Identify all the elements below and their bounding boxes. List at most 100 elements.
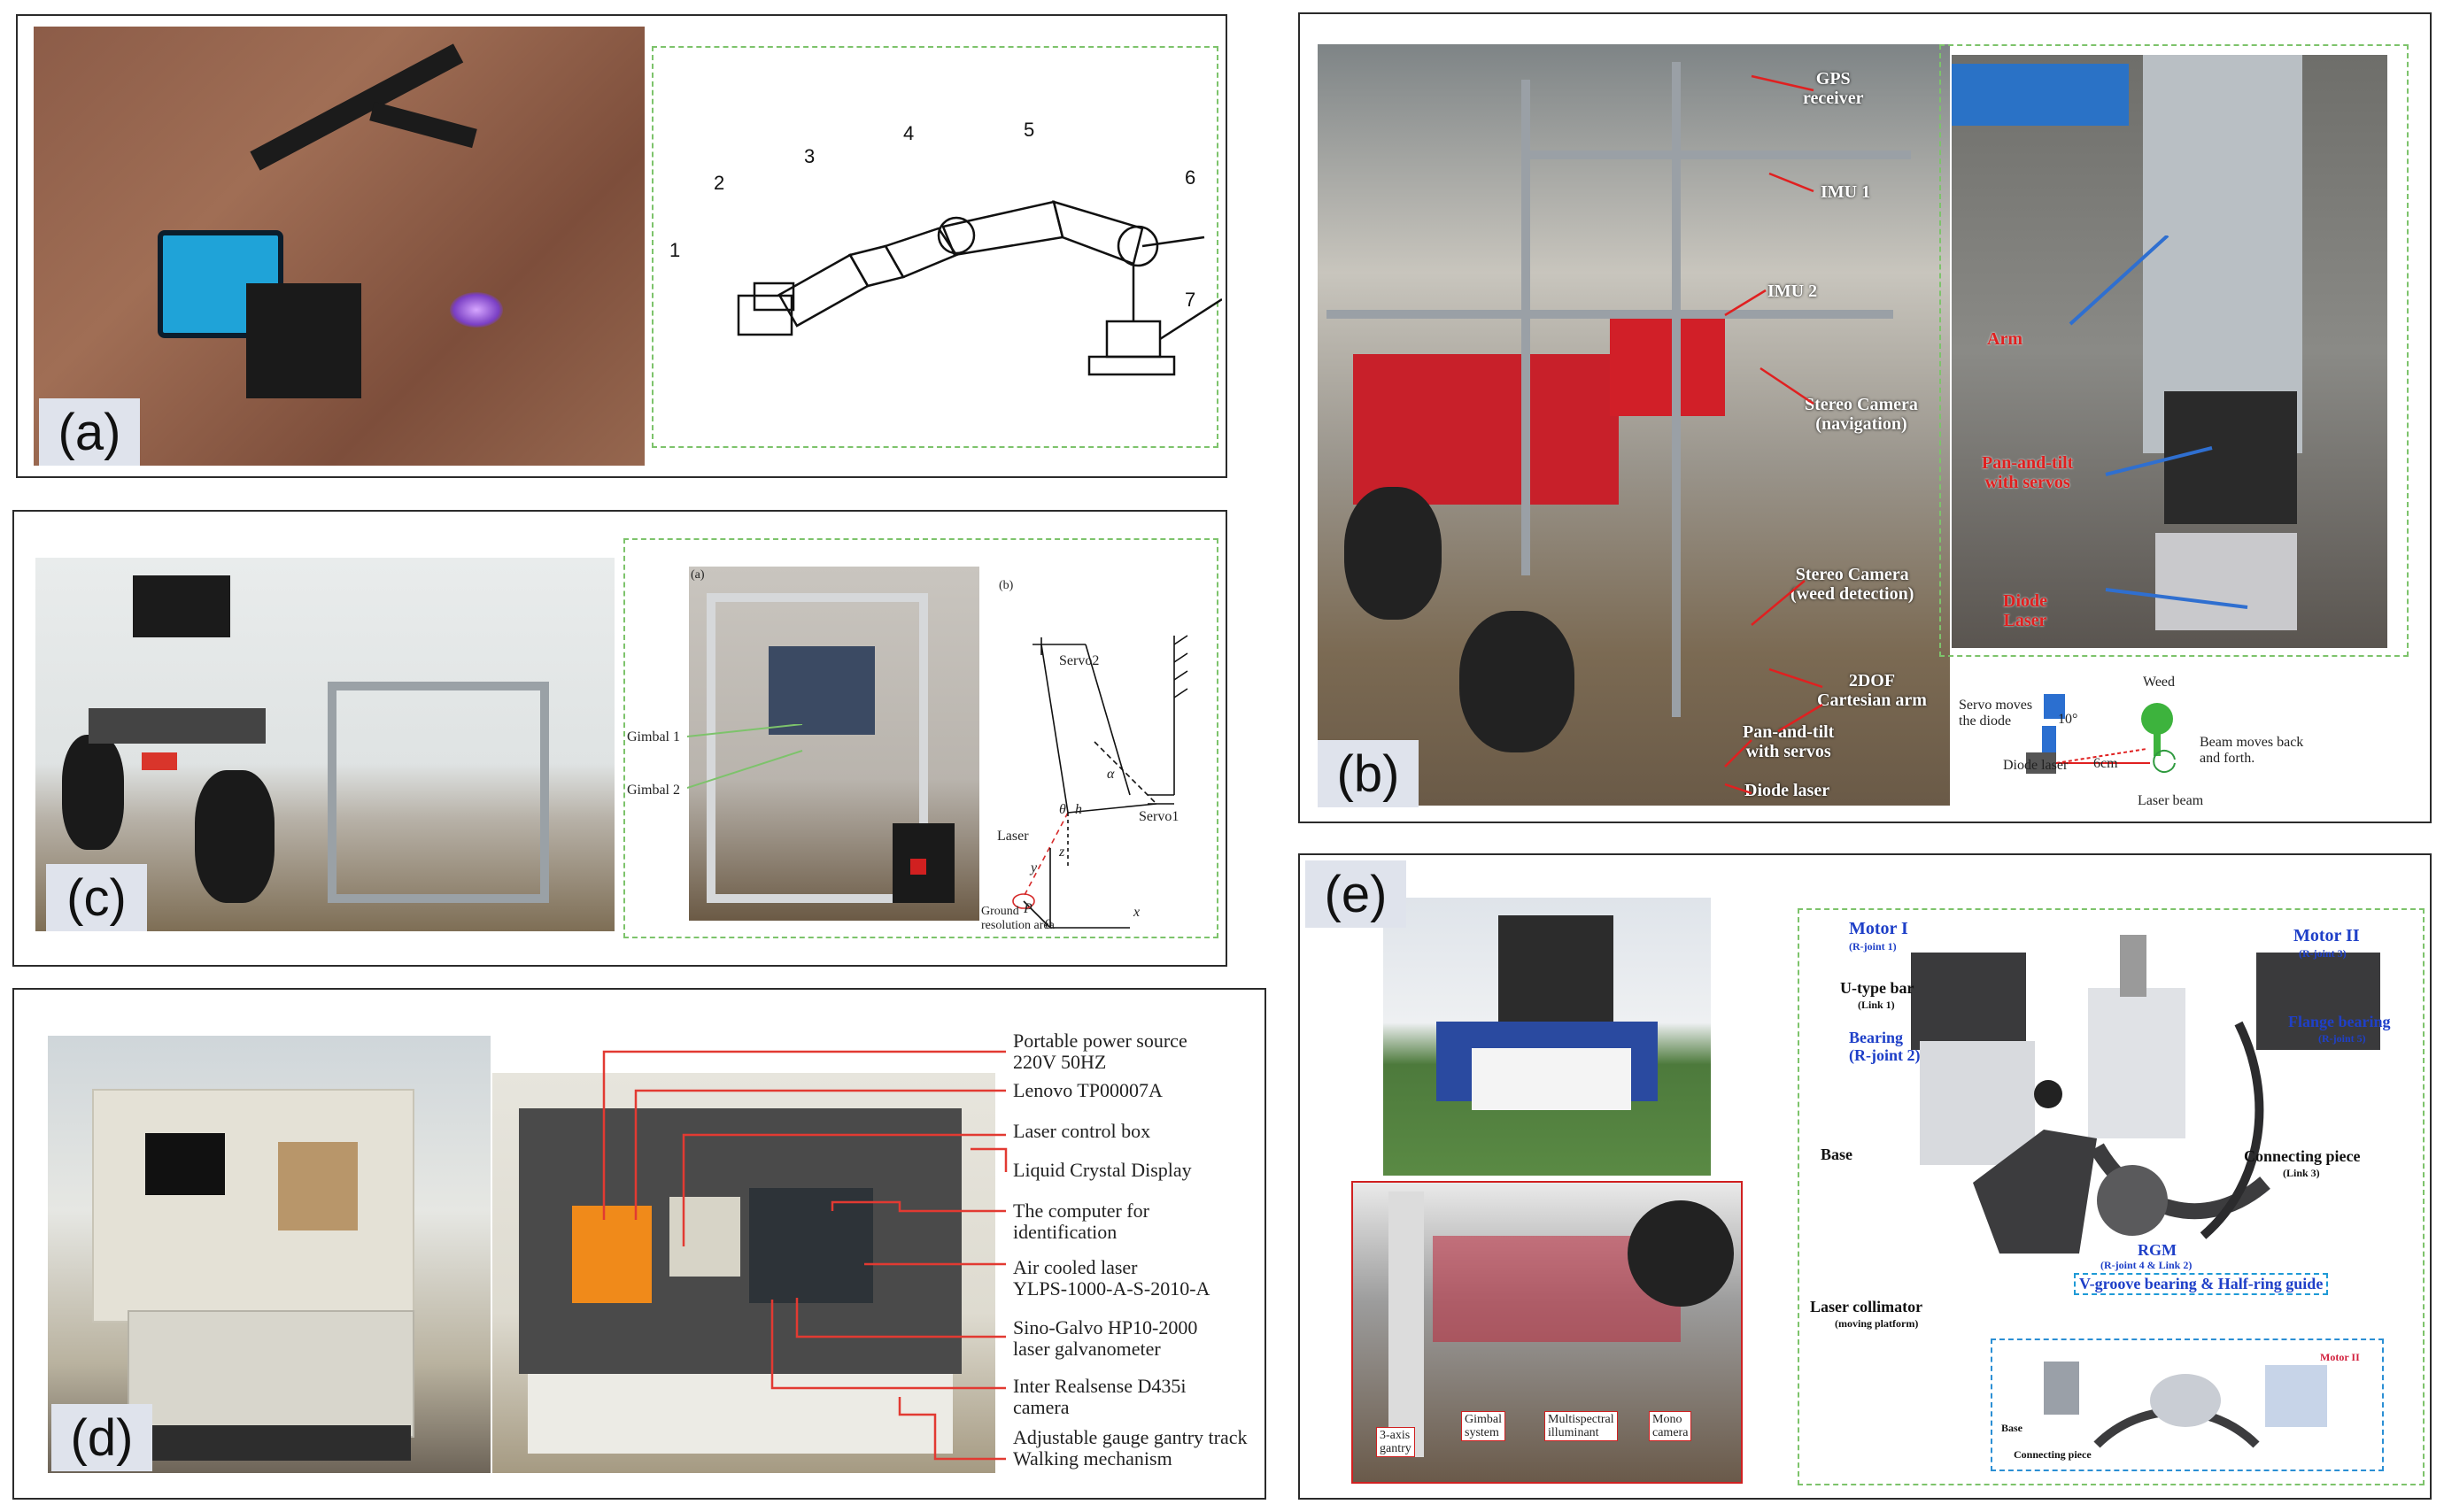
robot-arm-line-drawing <box>737 200 1222 376</box>
diode-beam-schematic <box>2026 694 2176 774</box>
x-axis-label: x <box>1133 905 1141 920</box>
label-diode-laser: Diode laser <box>1744 781 1830 800</box>
label-flange-bearing-sub: (R-joint 5) <box>2318 1032 2366 1045</box>
panel-e-tag: (e) <box>1305 860 1406 928</box>
label-connecting-piece: Connecting piece <box>2244 1147 2361 1165</box>
gimbal-frame-photo <box>689 567 979 921</box>
label-stereo-nav: Stereo Camera (navigation) <box>1805 395 1918 434</box>
schem-distance: 6cm <box>2093 756 2118 771</box>
label-pan-tilt-red: Pan-and-tilt with servos <box>1982 453 2074 492</box>
label-connecting-piece-sub: (Link 3) <box>2283 1167 2320 1179</box>
label-u-type-bar: U-type bar <box>1840 979 1914 997</box>
label-mono-camera: Mono camera <box>1649 1411 1692 1441</box>
part-number-6: 6 <box>1185 166 1196 189</box>
h-label: h <box>1075 802 1082 817</box>
theta-label: θ <box>1059 802 1066 817</box>
inset-base-label: Base <box>2001 1422 2022 1434</box>
z-axis-label: z <box>1059 845 1065 860</box>
schem-angle: 10° <box>2058 712 2078 727</box>
panel-b-tag: (b) <box>1318 740 1419 807</box>
panel-a-inset <box>652 46 1218 448</box>
origin-label: 0 <box>1045 917 1052 932</box>
schem-beam-moves: Beam moves back and forth. <box>2200 735 2304 766</box>
panel-c: (c) (a) Gimbal 1 Gimbal 2 (b) <box>12 510 1227 967</box>
ground-resolution-label: Ground resolution area <box>981 905 1055 932</box>
label-gimbal-system: Gimbal system <box>1461 1411 1505 1441</box>
label-lenovo: Lenovo TP00007A <box>1013 1079 1163 1101</box>
part-number-5: 5 <box>1024 119 1035 141</box>
gimbal-geometry-diagram <box>1012 635 1188 929</box>
panel-c-tag: (c) <box>46 864 147 931</box>
y-axis-label: y <box>1031 860 1038 876</box>
panel-a: (a) 1 2 3 4 5 6 7 <box>16 14 1227 478</box>
laser-weeder-exterior-photo <box>48 1036 491 1473</box>
panel-b-red-arrows <box>1724 74 1823 795</box>
part-number-3: 3 <box>804 145 816 167</box>
label-motor-1-sub: (R-joint 1) <box>1849 940 1897 953</box>
panel-c-inset <box>623 538 1218 938</box>
label-flange-bearing: Flange bearing <box>2288 1013 2391 1030</box>
gimbal-1-label: Gimbal 1 <box>627 729 680 744</box>
panel-d-tag: (d) <box>51 1404 152 1471</box>
label-v-groove: V-groove bearing & Half-ring guide <box>2074 1273 2329 1295</box>
label-motor-2-sub: (R-joint 3) <box>2299 947 2347 960</box>
inset-motor2-label: Motor II <box>2320 1351 2360 1363</box>
label-motor-1: Motor I <box>1849 919 1908 938</box>
weeding-robot-photo <box>1318 44 1950 806</box>
servo1-label: Servo1 <box>1139 809 1179 824</box>
p-label: P <box>1024 901 1033 916</box>
panel-b: GPS receiver IMU 1 IMU 2 Stereo Camera (… <box>1298 12 2432 823</box>
label-laser-collimator: Laser collimator <box>1810 1298 1923 1315</box>
panel-e-inset <box>1798 908 2425 1485</box>
panel-d-leader-lines <box>602 1050 1008 1461</box>
label-3-axis-gantry: 3-axis gantry <box>1376 1427 1415 1457</box>
parallel-mechanism-render <box>1911 935 2380 1254</box>
label-arm: Arm <box>1987 329 2022 349</box>
part-number-2: 2 <box>714 172 725 194</box>
panel-b-blue-arrows <box>2069 235 2248 609</box>
label-pan-tilt: Pan-and-tilt with servos <box>1743 722 1835 761</box>
laser-label: Laser <box>997 829 1029 844</box>
label-computer: The computer for identification <box>1013 1200 1149 1243</box>
label-power-source: Portable power source 220V 50HZ <box>1013 1030 1187 1073</box>
label-imu2: IMU 2 <box>1767 282 1818 301</box>
alpha-label: α <box>1107 767 1115 782</box>
label-imu1: IMU 1 <box>1821 182 1871 202</box>
tractor-photo <box>1383 898 1711 1176</box>
schem-laser-beam: Laser beam <box>2138 793 2204 808</box>
sub-label-a: (a) <box>691 568 705 582</box>
panel-a-tag: (a) <box>39 398 140 466</box>
label-galvanometer: Sino-Galvo HP10-2000 laser galvanometer <box>1013 1316 1198 1360</box>
inset-connecting-label: Connecting piece <box>2014 1448 2092 1461</box>
laser-weeder-interior-photo <box>492 1073 995 1473</box>
part-number-4: 4 <box>903 122 915 144</box>
label-stereo-weed: Stereo Camera (weed detection) <box>1790 565 1914 604</box>
exploded-inset <box>1991 1338 2384 1471</box>
label-diode-laser-red: Diode Laser <box>2003 591 2047 630</box>
label-laser-collimator-sub: (moving platform) <box>1835 1317 1919 1330</box>
label-realsense: Inter Realsense D435i camera <box>1013 1375 1187 1418</box>
label-air-cooled-laser: Air cooled laser YLPS-1000-A-S-2010-A <box>1013 1256 1210 1300</box>
label-base: Base <box>1821 1146 1852 1163</box>
schem-servo-text: Servo moves the diode <box>1959 698 2033 729</box>
label-lcd: Liquid Crystal Display <box>1013 1159 1192 1181</box>
gimbal-leader-lines <box>687 724 803 789</box>
panel-d: (d) Portable power source 220V 50HZ Leno… <box>12 988 1266 1500</box>
schem-diode-laser: Diode laser <box>2003 758 2069 773</box>
label-multispectral: Multispectral illuminant <box>1544 1411 1618 1441</box>
half-ring-exploded-view <box>2044 1362 2327 1448</box>
gimbal-2-label: Gimbal 2 <box>627 783 680 798</box>
label-gps-receiver: GPS receiver <box>1803 69 1864 108</box>
label-rgm-sub: (R-joint 4 & Link 2) <box>2100 1259 2193 1271</box>
panel-b-inset <box>1939 44 2409 657</box>
label-gantry-track: Adjustable gauge gantry track Walking me… <box>1013 1426 1248 1470</box>
schem-weed: Weed <box>2143 675 2176 690</box>
sub-label-b: (b) <box>999 579 1014 592</box>
part-number-7: 7 <box>1185 289 1196 311</box>
diode-laser-closeup-photo <box>1952 55 2387 648</box>
part-number-1: 1 <box>669 239 681 261</box>
label-cartesian-arm: 2DOF Cartesian arm <box>1817 671 1927 710</box>
label-motor-2: Motor II <box>2293 926 2360 945</box>
label-bearing: Bearing (R-joint 2) <box>1849 1029 1921 1064</box>
servo2-label: Servo2 <box>1059 653 1100 668</box>
